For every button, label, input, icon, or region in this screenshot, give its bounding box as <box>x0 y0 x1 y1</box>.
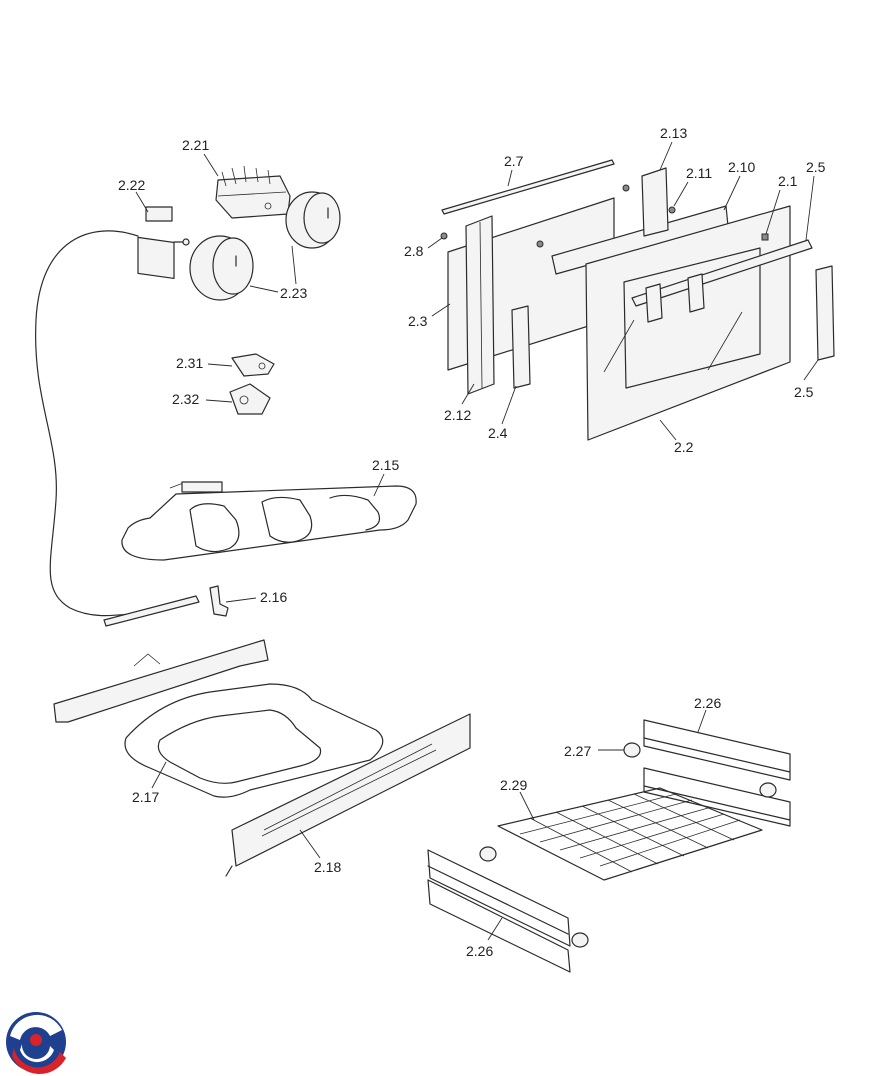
callout-label: 2.4 <box>488 425 508 441</box>
callout-2.17: 2.17 <box>132 761 167 805</box>
callout-label: 2.29 <box>500 777 527 793</box>
callout-label: 2.12 <box>444 407 471 423</box>
brand-logo <box>6 1012 66 1074</box>
callout-label: 2.16 <box>260 589 287 605</box>
callout-label: 2.23 <box>280 285 307 301</box>
callout-2.31: 2.31 <box>176 355 233 371</box>
part-control-knobs <box>189 191 341 301</box>
callout-label: 2.2 <box>674 439 694 455</box>
part-thermostat <box>35 206 200 627</box>
callout-label: 2.27 <box>564 743 591 759</box>
callout-label: 2.26 <box>466 943 493 959</box>
callout-2.7: 2.5 <box>805 159 826 241</box>
part-selector-switch <box>215 165 291 219</box>
callout-label: 2.8 <box>404 243 424 259</box>
callout-2.11: 2.11 <box>673 165 712 207</box>
callout-2.4: 2.4 <box>488 385 517 441</box>
callout-2.1: 2.1 <box>765 173 798 235</box>
part-base-element <box>53 639 384 798</box>
callout-label: 2.26 <box>694 695 721 711</box>
callout-label: 2.18 <box>314 859 341 875</box>
callout-label: 2.11 <box>686 165 712 181</box>
callout-2.15: 2.15 <box>372 457 399 497</box>
callout-2.12: 2.12 <box>444 383 475 423</box>
part-shelf-runners <box>427 719 791 973</box>
callout-label: 2.21 <box>182 137 209 153</box>
callout-2.13: 2.13 <box>659 125 687 171</box>
callout-2.27: 2.27 <box>564 743 624 759</box>
callout-2.5-label: 2.5 <box>794 384 814 400</box>
callout-2.22: 2.22 <box>118 177 149 213</box>
callout-label: 2.22 <box>118 177 145 193</box>
callout-label: 2.32 <box>172 391 199 407</box>
part-side-panel <box>225 713 471 877</box>
callout-2.9: 2.8 <box>404 237 443 259</box>
part-wire-shelf <box>497 787 763 881</box>
callout-2.5: 2.4 2.5 <box>803 359 819 381</box>
part-oven-door-assembly <box>440 159 835 441</box>
callout-2.26-top: 2.26 <box>694 695 721 733</box>
callout-2.10: 2.10 <box>723 159 755 211</box>
part-sensor-clip <box>209 585 229 617</box>
callout-2.23: 2.23 <box>249 245 307 301</box>
callout-2.2: 2.2 <box>659 419 694 455</box>
callout-label: 2.5 <box>806 159 826 175</box>
callout-label: 2.15 <box>372 457 399 473</box>
callout-label: 2.10 <box>728 159 755 175</box>
callout-2.8: 2.7 <box>504 153 524 187</box>
callout-label: 2.13 <box>660 125 687 141</box>
callout-label: 2.7 <box>504 153 524 169</box>
callout-label: 2.31 <box>176 355 203 371</box>
callout-label: 2.1 <box>778 173 798 189</box>
callout-2.21: 2.21 <box>182 137 219 177</box>
callout-2.16: 2.16 <box>225 589 287 605</box>
part-brackets <box>229 353 275 415</box>
callout-label: 2.17 <box>132 789 159 805</box>
callout-2.26-bottom: 2.26 <box>466 917 503 959</box>
callout-2.18: 2.18 <box>299 829 341 875</box>
part-grill-element <box>121 481 417 561</box>
callout-2.29: 2.29 <box>500 777 535 821</box>
callout-2.3: 2.3 <box>408 303 451 329</box>
callout-label: 2.3 <box>408 313 428 329</box>
callout-2.32: 2.32 <box>172 391 233 407</box>
